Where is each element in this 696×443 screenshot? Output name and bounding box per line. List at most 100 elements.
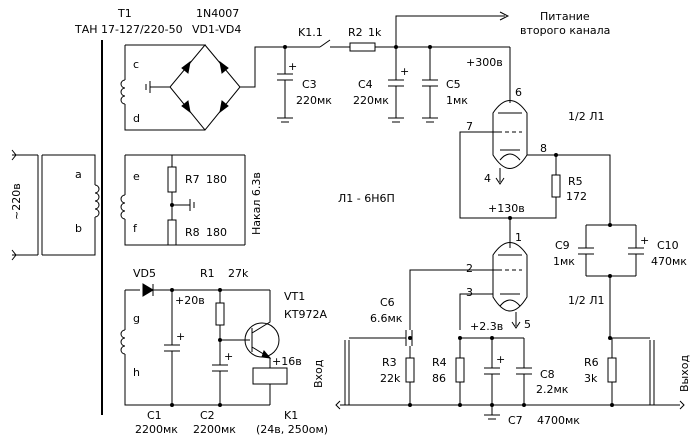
r5-lead-bottom [510,197,557,219]
bridge-type: 1N4007 [196,7,239,20]
r6-body [607,357,617,383]
tube-upper-half: 6 7 8 4 R5 172 1/2 Л1 +130в [459,47,611,226]
r2-value: 1k [368,26,382,39]
bridge-diode-4 [219,100,229,114]
lower-grid-wire [409,269,498,296]
mains-voltage-label: ~220в [10,183,23,220]
mains-arrow-bottom [11,249,17,261]
c3-value: 220мк [296,94,332,107]
voltage-mid: +130в [488,202,525,215]
k1-ref: K1 [284,409,298,422]
vd5-body [142,283,154,297]
c9-value: 1мк [553,255,575,268]
vt1-ref: VT1 [284,290,305,303]
output-label: Выход [678,355,691,392]
bridge-diode-2 [219,60,229,74]
c5-value: 1мк [446,94,468,107]
capacitor-c5: C5 1мк [422,45,468,123]
gnd-junction-7 [610,403,614,407]
gnd-junction-4 [458,403,462,407]
t1-type: ТАН 17-127/220-50 [74,23,183,36]
tube-lower-half: 1 2 3 5 1/2 Л1 +2.3в [409,226,604,333]
c5-ref: C5 [446,78,461,91]
r7-value: 180 [206,173,227,186]
heater-network: R7 180 R8 180 Накал 6.3в [125,154,263,246]
c8-value: 2.2мк [536,383,569,396]
terminal-a: a [75,168,82,181]
tube-pin-6: 6 [515,86,522,99]
heater-winding [120,154,172,246]
r3-junction [408,336,412,340]
mains-arrow-top [11,149,17,161]
k11-label: K1.1 [298,26,323,39]
k11-contact [319,39,331,48]
voltage-cathode: +2.3в [470,320,503,333]
gnd-junction-1 [170,403,174,407]
c2-plus: + [224,350,233,363]
tube-pin-2: 2 [466,262,473,275]
terminal-d: d [133,112,140,125]
upper-heater-arrow [495,168,505,185]
c6-value: 6.6мк [370,312,403,325]
tube-pin-1: 1 [515,231,522,244]
voltage-b-plus: +300в [466,56,503,69]
r4-ref: R4 [432,356,447,369]
c1-plus: + [176,330,185,343]
terminal-b: b [75,222,82,235]
bridge-plus-wire [240,46,320,88]
c9c10-top-junction [608,223,612,227]
terminal-f: f [133,222,138,235]
lower-heater-arrow [511,312,521,329]
r5-ref: R5 [568,175,583,188]
capacitor-c3: + C3 220мк [277,45,332,123]
r8-ref: R8 [185,226,200,239]
transformer-t1: T1 ТАН 17-127/220-50 ~220в a b c d e f g… [10,7,270,415]
c7-value: 4700мк [537,414,580,427]
c6-ref: C6 [380,296,395,309]
vt1-collector [251,290,271,334]
c3-junction [283,45,287,49]
c8-ref: C8 [540,368,555,381]
terminal-h: h [133,366,140,379]
r4-value: 86 [432,372,446,385]
c9-ref: C9 [555,239,570,252]
r8-value: 180 [206,226,227,239]
r2-body [349,42,376,52]
r6-value: 3k [584,372,598,385]
tube-half-upper: 1/2 Л1 [568,110,604,123]
c2-value: 2200мк [193,423,236,436]
vt1-emitter-arrow [261,350,272,359]
ground-bus-arrow-left [335,400,341,410]
input-label: Вход [312,359,325,388]
c1-ref: C1 [147,409,162,422]
second-channel-wire [395,15,505,47]
r7-ref: R7 [185,173,200,186]
resistor-r2: R2 1k Питание второго канала [348,10,610,52]
c10-plus: + [640,234,649,247]
c10-value: 470мк [651,255,687,268]
c2-ref: C2 [200,409,215,422]
tube-type-label: Л1 - 6Н6П [338,192,395,205]
c7-ref: C7 [508,414,523,427]
r2-ref: R2 [348,26,363,39]
ground-bus-arrow-right [679,400,685,410]
c4-ref: C4 [358,78,373,91]
r6-ref: R6 [584,356,599,369]
heater-label: Накал 6.3в [250,172,263,235]
r5-value: 172 [566,190,587,203]
primary-winding [42,154,100,256]
gnd-junction-3 [408,403,412,407]
k1-coil [252,367,288,385]
r3-value: 22k [380,372,401,385]
c3-plus: + [288,60,297,73]
r1-ref: R1 [200,267,215,280]
coupling-caps: + C9 1мк C10 470мк [553,223,687,340]
r4-body [455,357,465,383]
gnd-junction-6 [522,403,526,407]
gnd-junction-2 [218,403,222,407]
r1-body [215,302,225,326]
r8-body [167,219,177,246]
tube-pin-7: 7 [466,120,473,133]
tube-pin-4: 4 [484,172,491,185]
